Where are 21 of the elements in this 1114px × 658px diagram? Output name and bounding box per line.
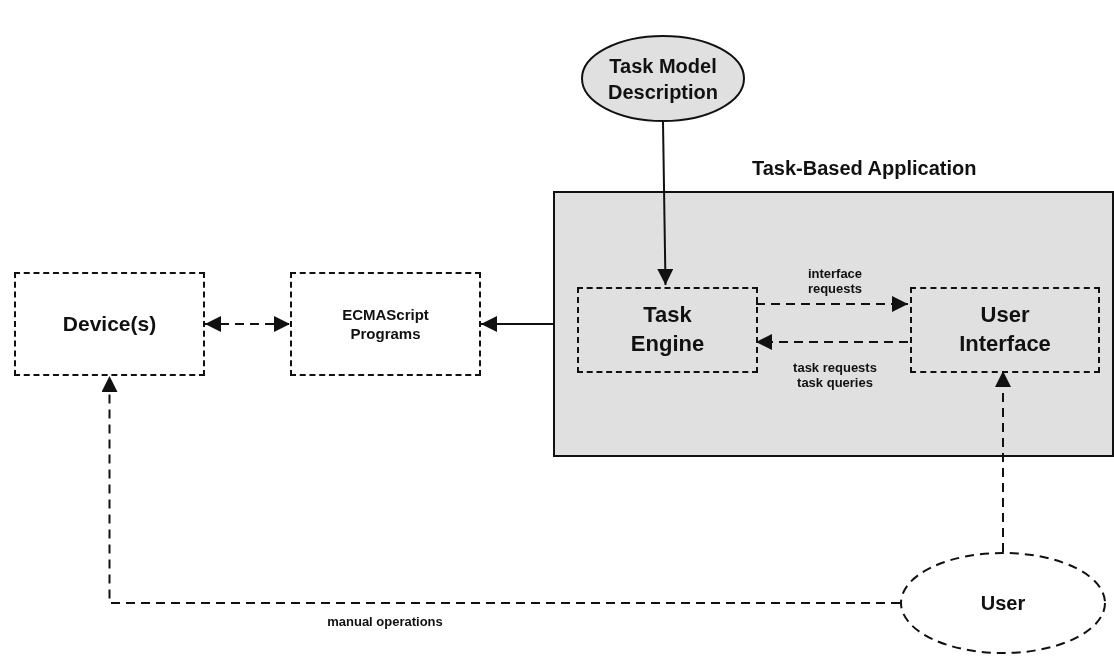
node-label: Device(s) [62, 311, 157, 338]
dashed-box [290, 272, 481, 376]
ellipse-shape [900, 552, 1106, 654]
panel-heading: Task-Based Application [752, 157, 977, 180]
node-label: Task Model Description [607, 53, 719, 105]
edge-label: manual operations [327, 614, 443, 630]
ellipse-shape [581, 35, 745, 122]
dashed-box [910, 287, 1100, 373]
arrow [995, 370, 1011, 553]
node-label: Task Engine [629, 301, 706, 358]
arrow [204, 316, 291, 332]
arrow [101, 375, 901, 604]
dashed-box [14, 272, 205, 376]
arrow [755, 296, 909, 312]
node-label: User Interface [958, 301, 1052, 358]
arrow [657, 121, 674, 286]
arrow [755, 334, 909, 350]
node-label: ECMAScript Programs [341, 304, 430, 344]
arrow [480, 316, 554, 332]
dashed-box [577, 287, 758, 373]
node-label: User [980, 591, 1026, 616]
